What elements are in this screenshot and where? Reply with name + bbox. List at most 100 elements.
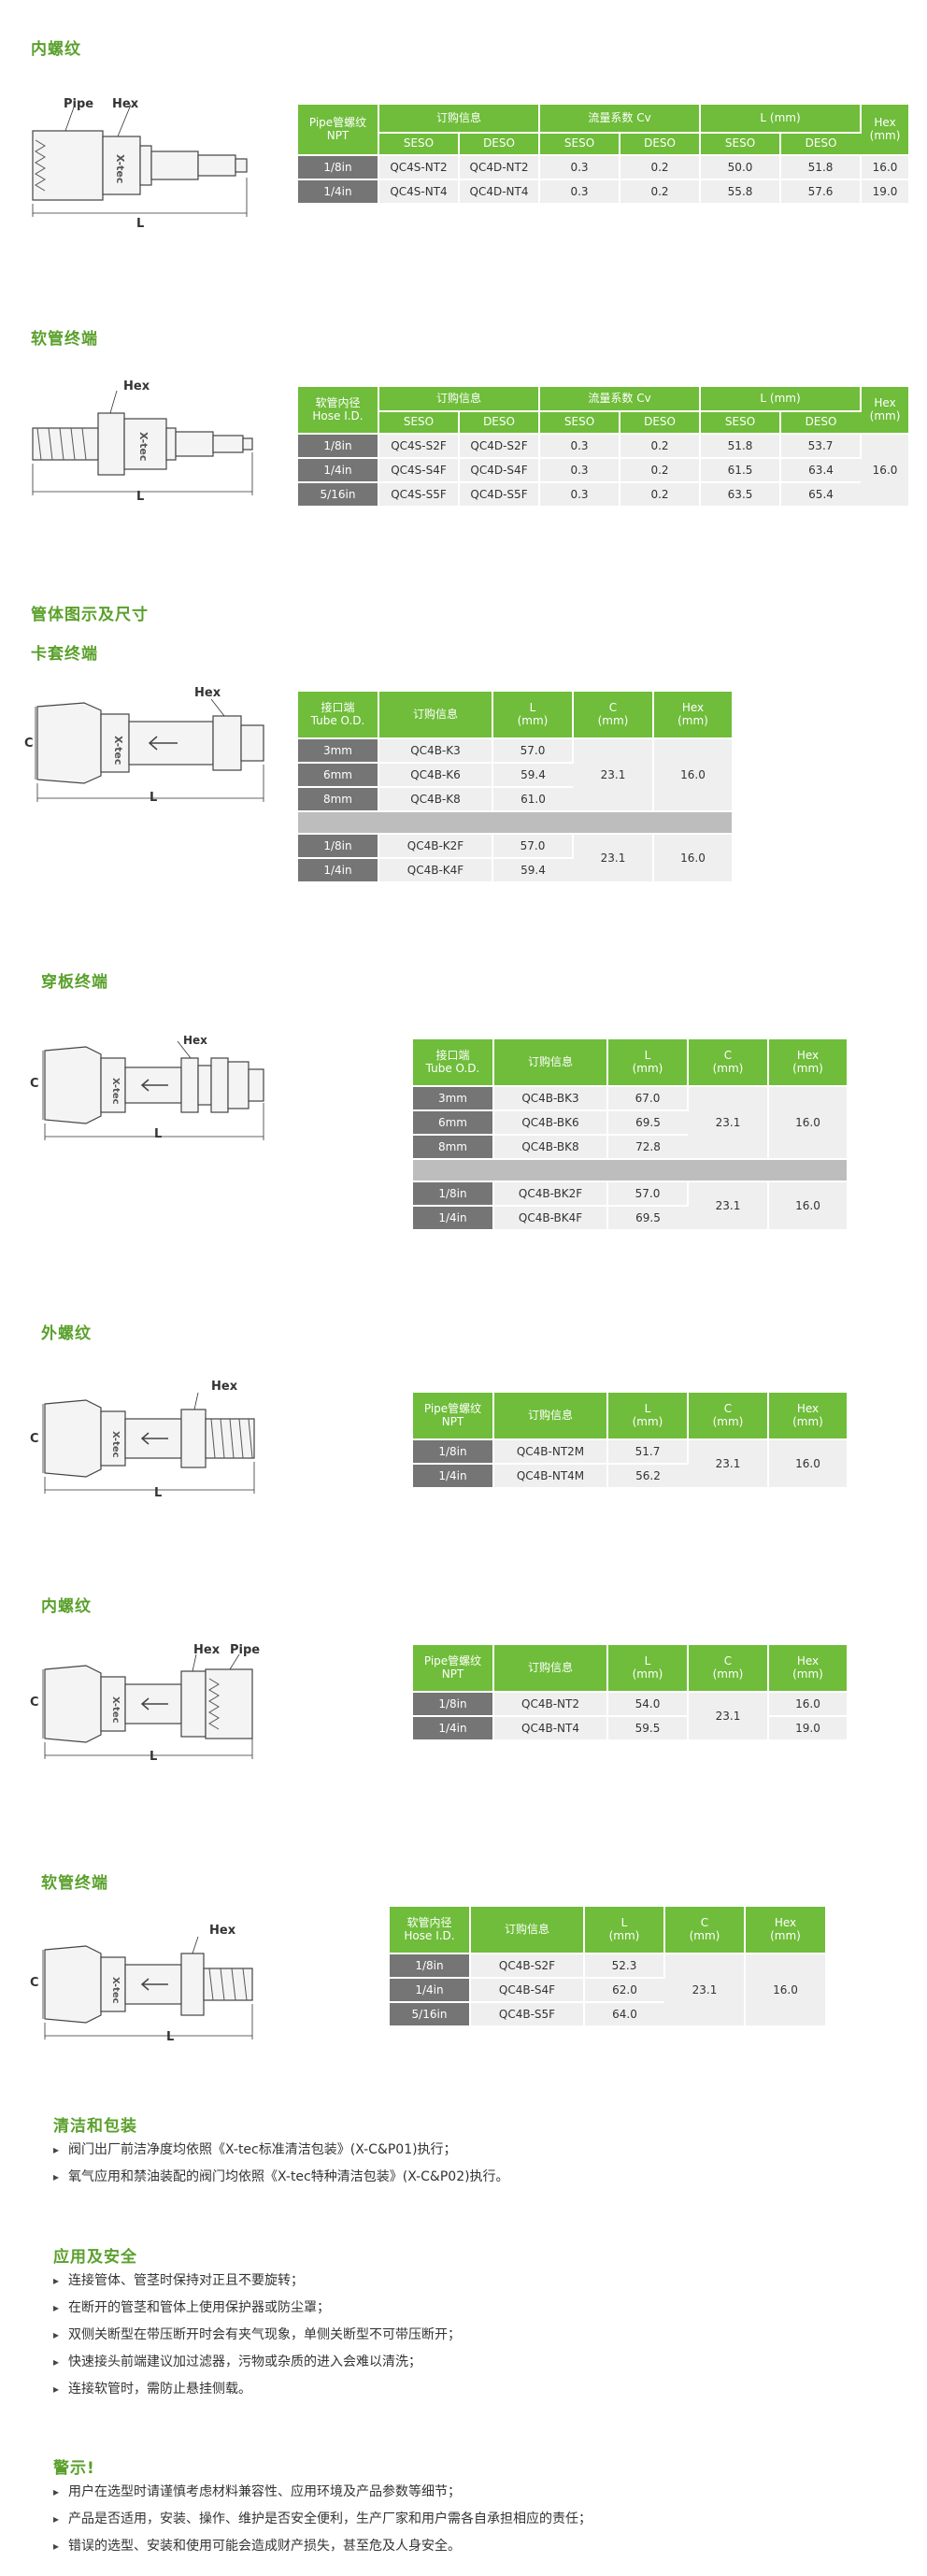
sub-header-deso: DESO [459,411,541,435]
col-header-l: L (mm) [700,105,863,134]
col-header-c: C (mm) [664,1907,746,1954]
sub-header-seso: SESO [378,411,460,435]
diagram-bulkhead-body: X-tec [37,1038,271,1150]
col-header-order: 订购信息 [378,105,541,134]
sub-header-deso: DESO [620,411,702,435]
cell-size: 1/8in [298,434,379,459]
cell-cv: 0.2 [620,482,702,508]
label-pipe: Pipe [64,97,94,111]
col-header-hex: Hex (mm) [861,105,909,156]
list-application-safety: 连接管体、管茎时保持对正且不要旋转； 在断开的管茎和管体上使用保护器或防尘罩； … [53,2268,461,2403]
label-c: C [30,1696,39,1710]
cell-order: QC4B-K4F [378,858,493,883]
section-title-female-thread-stem: 内螺纹 [31,40,81,59]
cell-l: 62.0 [584,1978,664,2003]
cell-size: 1/4in [298,179,379,205]
col-header-hex: Hex (mm) [768,1645,847,1693]
cell-size: 3mm [413,1086,494,1111]
table-row: 1/4in QC4B-NT4M 56.2 [413,1464,847,1489]
diagram-female-thread-stem: X-tec [28,93,262,234]
cell-hex: 16.0 [768,1692,847,1717]
col-header-l: L (mm) [700,387,863,412]
table-tube-fitting: 接口端 Tube O.D. 订购信息 L (mm) C (mm) Hex (mm… [298,692,732,883]
cell-order: QC4S-S5F [378,482,460,508]
list-item: 产品是否适用，安装、操作、维护是否安全便利，生产厂家和用户需各自承担相应的责任； [53,2506,592,2533]
cell-hex: 16.0 [768,1086,847,1160]
table-separator [413,1159,847,1182]
col-header-c: C (mm) [688,1393,769,1440]
diagram-tube-fitting-body: X-tec [28,690,271,811]
cell-size: 1/8in [413,1439,494,1465]
col-header-npt: Pipe管螺纹 NPT [298,105,379,156]
table-row: 1/4in QC4B-BK4F 69.5 [413,1206,847,1231]
col-header-order: 订购信息 [378,692,493,739]
cell-l: 55.8 [700,179,782,205]
cell-l: 69.5 [607,1206,688,1231]
table-row: 1/4in QC4S-NT4 QC4D-NT4 0.3 0.2 55.8 57.… [298,179,909,205]
cell-order: QC4S-S2F [378,434,460,459]
sub-header-seso: SESO [700,133,782,156]
list-cleaning-packaging: 阀门出厂前洁净度均依照《X-tec标准清洁包装》(X-C&P01)执行； 氧气应… [53,2137,509,2191]
table-row: 1/8in QC4S-S2F QC4D-S2F 0.3 0.2 51.8 53.… [298,434,909,508]
cell-size: 6mm [298,763,379,788]
col-header-hex: Hex (mm) [768,1039,847,1087]
col-header-c: C (mm) [688,1039,769,1087]
sub-header-deso: DESO [459,133,541,156]
label-l: L [154,1127,163,1141]
label-hex: Hex [194,686,221,700]
cell-l: 57.6 [780,179,863,205]
cell-order: QC4B-S5F [470,2002,585,2027]
list-item: 用户在选型时请谨慎考虑材料兼容性、应用环境及产品参数等细节； [53,2479,592,2506]
table-row: 1/4in QC4S-S4F QC4D-S4F 0.3 0.2 61.5 63.… [298,458,908,483]
cell-size: 1/4in [413,1206,494,1231]
col-header-l: L (mm) [584,1907,665,1954]
table-row: 1/8in QC4B-NT2M 51.7 23.1 16.0 [413,1439,847,1489]
section-title-warning: 警示! [53,2459,95,2478]
cell-cv: 0.2 [620,458,702,483]
label-c: C [30,1432,39,1446]
cell-size: 1/8in [298,155,379,180]
cell-order: QC4B-NT4 [493,1716,608,1741]
cell-c: 23.1 [688,1439,769,1489]
section-title-female-thread-body: 内螺纹 [41,1597,92,1616]
cell-l: 63.5 [700,482,782,508]
label-hex: Hex [183,1034,207,1047]
cell-l: 52.3 [584,1953,665,1979]
section-title-bulkhead: 穿板终端 [41,973,108,992]
label-hex: Hex [211,1380,238,1394]
col-header-c: C (mm) [573,692,654,739]
table-female-thread-stem: Pipe管螺纹 NPT 订购信息 流量系数 Cv L (mm) Hex (mm)… [298,105,909,205]
cell-size: 1/4in [390,1978,471,2003]
cell-size: 1/8in [298,834,379,859]
col-header-order: 订购信息 [378,387,541,412]
cell-l: 65.4 [780,482,862,508]
col-header-hex: Hex (mm) [745,1907,825,1954]
cell-l: 57.0 [492,738,574,764]
table-row: 1/8in QC4B-K2F 57.0 23.1 16.0 [298,834,732,883]
cell-hex: 16.0 [745,1953,825,2027]
label-l: L [136,217,145,231]
cell-l: 61.5 [700,458,782,483]
cell-hex: 16.0 [861,434,909,508]
cell-hex: 16.0 [653,738,732,812]
list-item: 阀门出厂前洁净度均依照《X-tec标准清洁包装》(X-C&P01)执行； [53,2137,509,2164]
label-l: L [150,791,158,805]
separator-cell [298,811,732,835]
col-header-c: C (mm) [688,1645,769,1693]
section-title-hose-barb-body: 软管终端 [41,1874,108,1893]
svg-text:X-tec: X-tec [137,432,150,461]
cell-size: 5/16in [298,482,379,508]
sub-header-deso: DESO [780,411,862,435]
list-warning: 用户在选型时请谨慎考虑材料兼容性、应用环境及产品参数等细节； 产品是否适用，安装… [53,2479,592,2560]
cell-order: QC4B-S4F [470,1978,585,2003]
col-header-l: L (mm) [607,1645,689,1693]
sub-header-seso: SESO [378,133,460,156]
sub-header-seso: SESO [539,133,621,156]
cell-c: 23.1 [664,1953,746,2027]
col-header-tube-od: 接口端 Tube O.D. [413,1039,494,1087]
cell-c: 23.1 [573,738,654,812]
col-header-hose-id: 软管内径 Hose I.D. [298,387,379,435]
cell-order: QC4B-BK8 [493,1135,608,1160]
table-row: 5/16in QC4B-S5F 64.0 [390,2002,825,2027]
label-hex: Hex [209,1924,236,1938]
